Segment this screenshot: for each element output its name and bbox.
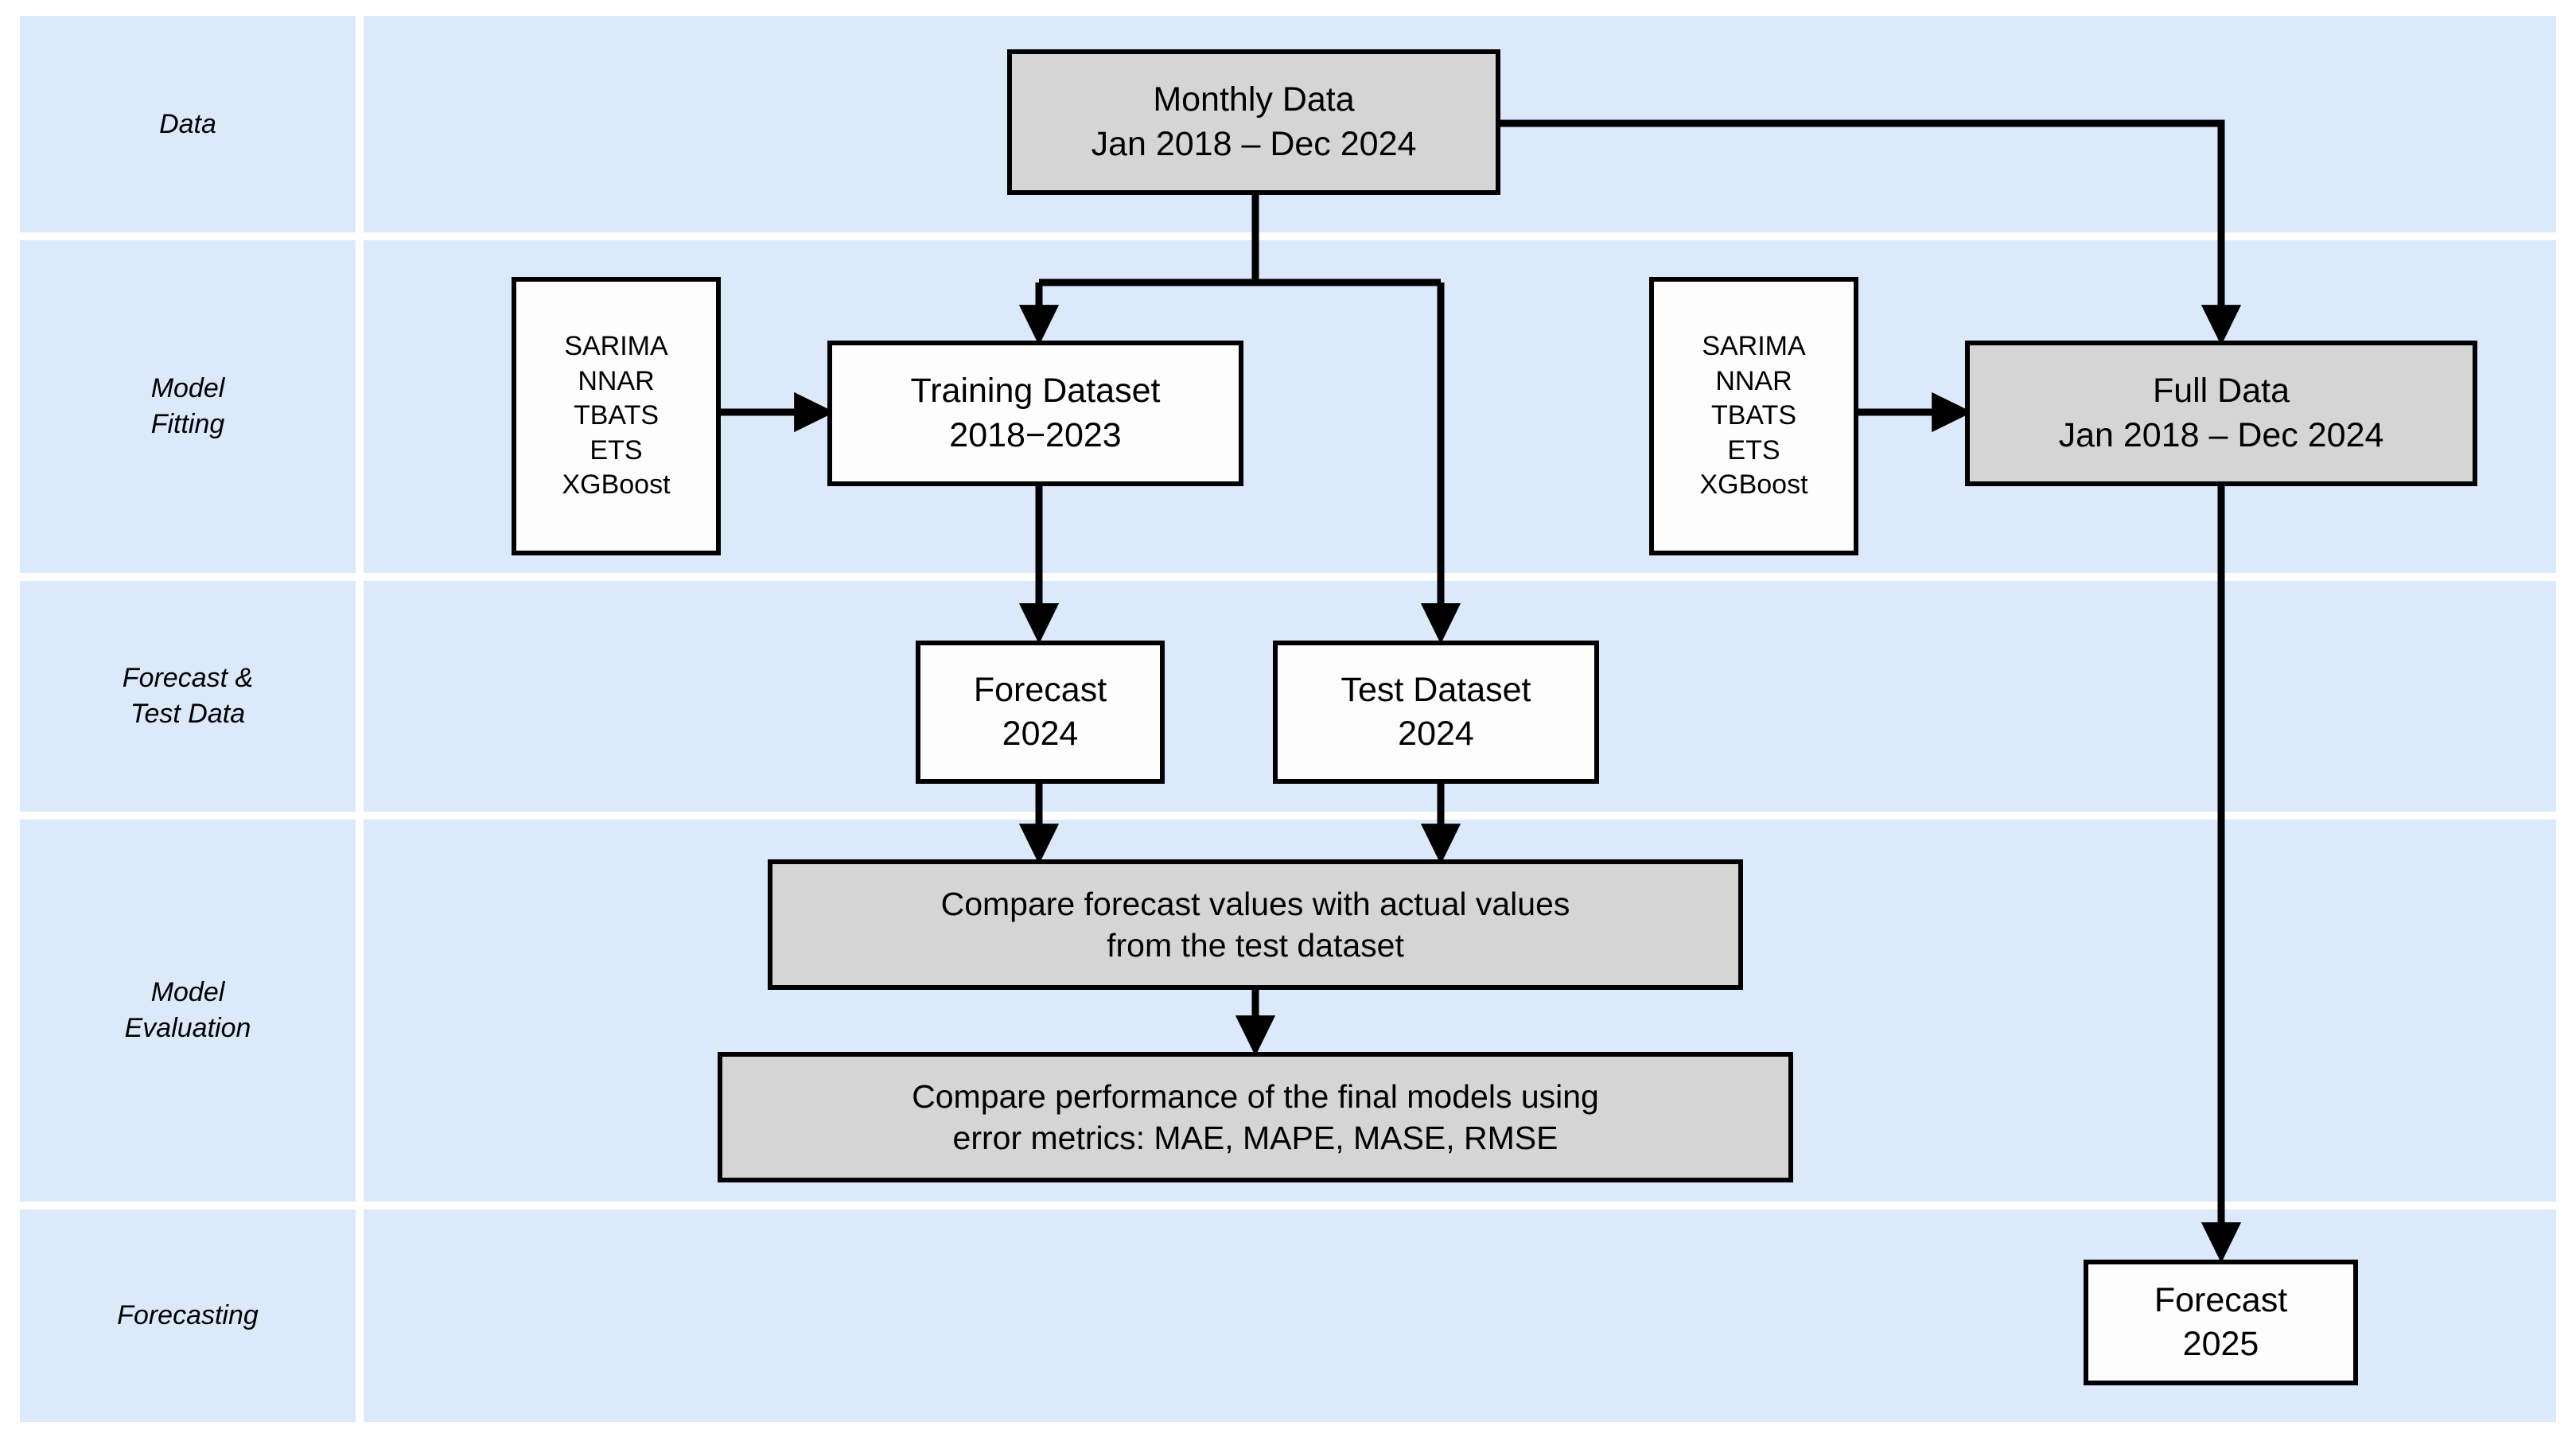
node-models-right[interactable]: SARIMA NNAR TBATS ETS XGBoost: [1649, 277, 1858, 555]
lane-label-text: Model Fitting: [150, 373, 225, 439]
node-test-dataset-2024[interactable]: Test Dataset 2024: [1273, 641, 1599, 784]
lane-label-text: Data: [159, 108, 216, 139]
node-training-dataset[interactable]: Training Dataset 2018−2023: [827, 341, 1243, 486]
node-compare-metrics[interactable]: Compare performance of the final models …: [718, 1052, 1793, 1182]
lane-label-forecast-test: Forecast & Test Data: [20, 581, 356, 812]
node-monthly-data[interactable]: Monthly Data Jan 2018 – Dec 2024: [1007, 49, 1500, 195]
node-label: Training Dataset 2018−2023: [910, 372, 1161, 454]
node-label: Forecast 2024: [973, 670, 1107, 753]
node-label: SARIMA NNAR TBATS ETS XGBoost: [1699, 331, 1808, 501]
lane-label-text: Model Evaluation: [124, 977, 251, 1043]
lane-label-text: Forecasting: [117, 1300, 259, 1331]
lane-label-forecasting: Forecasting: [20, 1209, 356, 1422]
lane-label-model-evaluation: Model Evaluation: [20, 820, 356, 1202]
lane-label-text: Forecast & Test Data: [122, 663, 254, 729]
node-label: Compare performance of the final models …: [912, 1077, 1599, 1156]
node-forecast-2024[interactable]: Forecast 2024: [916, 641, 1165, 784]
node-compare-values[interactable]: Compare forecast values with actual valu…: [768, 859, 1743, 990]
node-models-left[interactable]: SARIMA NNAR TBATS ETS XGBoost: [512, 277, 721, 555]
node-label: Forecast 2025: [2154, 1280, 2288, 1363]
node-label: Test Dataset 2024: [1341, 670, 1531, 753]
lane-label-model-fitting: Model Fitting: [20, 240, 356, 573]
node-label: Compare forecast values with actual valu…: [940, 885, 1570, 964]
node-label: Monthly Data Jan 2018 – Dec 2024: [1091, 80, 1417, 163]
lane-label-data: Data: [20, 16, 356, 232]
node-label: SARIMA NNAR TBATS ETS XGBoost: [562, 331, 671, 501]
node-full-data[interactable]: Full Data Jan 2018 – Dec 2024: [1965, 341, 2477, 486]
node-forecast-2025[interactable]: Forecast 2025: [2084, 1260, 2358, 1385]
node-label: Full Data Jan 2018 – Dec 2024: [2058, 372, 2384, 454]
